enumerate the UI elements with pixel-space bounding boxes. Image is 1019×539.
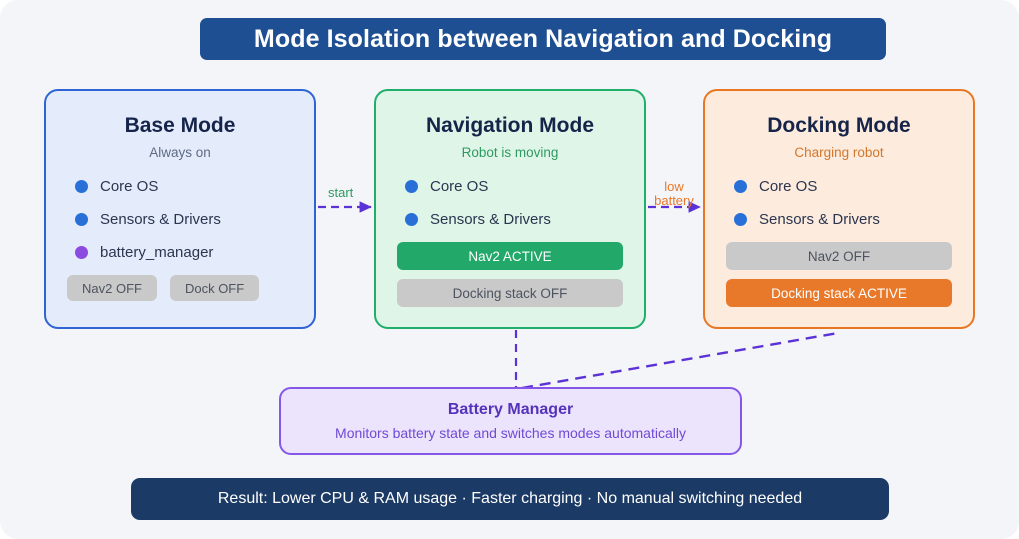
feature-item: Sensors & Drivers bbox=[405, 209, 644, 230]
feature-label: Core OS bbox=[759, 178, 818, 195]
card-title-base: Base Mode bbox=[124, 114, 236, 137]
card-subtitle-navigation: Robot is moving bbox=[461, 145, 559, 160]
feature-list-docking: Core OS Sensors & Drivers bbox=[705, 176, 973, 230]
status-dot-icon bbox=[734, 213, 747, 226]
result-banner: Result: Lower CPU & RAM usage · Faster c… bbox=[131, 478, 889, 520]
feature-item: battery_manager bbox=[75, 242, 314, 263]
pill-row-base: Nav2 OFF Dock OFF bbox=[46, 275, 314, 301]
transition-label-start: start bbox=[328, 185, 354, 200]
feature-label: battery_manager bbox=[100, 244, 214, 261]
status-pill-docking-stack: Docking stack ACTIVE bbox=[726, 279, 952, 307]
feature-item: Core OS bbox=[405, 176, 644, 197]
page-title: Mode Isolation between Navigation and Do… bbox=[253, 24, 833, 53]
feature-list-navigation: Core OS Sensors & Drivers bbox=[376, 176, 644, 230]
battery-manager-box[interactable]: Battery Manager Monitors battery state a… bbox=[279, 387, 742, 455]
status-dot-icon bbox=[75, 213, 88, 226]
feature-label: Sensors & Drivers bbox=[430, 211, 551, 228]
mode-card-navigation[interactable]: Navigation Mode Robot is moving Core OS … bbox=[374, 89, 646, 329]
status-dot-icon bbox=[75, 180, 88, 193]
feature-item: Sensors & Drivers bbox=[75, 209, 314, 230]
card-subtitle-base: Always on bbox=[149, 145, 211, 160]
feature-label: Core OS bbox=[100, 178, 159, 195]
feature-label: Sensors & Drivers bbox=[759, 211, 880, 228]
feature-label: Core OS bbox=[430, 178, 489, 195]
status-pill-nav2: Nav2 OFF bbox=[726, 242, 952, 270]
transition-label-low-battery: low battery bbox=[654, 179, 694, 208]
card-title-navigation: Navigation Mode bbox=[425, 114, 594, 137]
feature-item: Core OS bbox=[734, 176, 973, 197]
card-subtitle-docking: Charging robot bbox=[794, 145, 884, 160]
status-dot-icon bbox=[734, 180, 747, 193]
battery-manager-title: Battery Manager bbox=[447, 401, 574, 418]
status-pill-nav2: Nav2 OFF bbox=[67, 275, 157, 301]
card-title-docking: Docking Mode bbox=[767, 114, 911, 137]
battery-manager-subtitle: Monitors battery state and switches mode… bbox=[335, 425, 686, 441]
mode-card-docking[interactable]: Docking Mode Charging robot Core OS Sens… bbox=[703, 89, 975, 329]
status-pill-nav2: Nav2 ACTIVE bbox=[397, 242, 623, 270]
status-dot-icon bbox=[405, 213, 418, 226]
feature-label: Sensors & Drivers bbox=[100, 211, 221, 228]
status-dot-icon bbox=[405, 180, 418, 193]
status-pill-docking-stack: Docking stack OFF bbox=[397, 279, 623, 307]
result-text: Result: Lower CPU & RAM usage · Faster c… bbox=[217, 490, 803, 507]
pill-stack-docking: Nav2 OFF Docking stack ACTIVE bbox=[705, 242, 973, 307]
title-banner: Mode Isolation between Navigation and Do… bbox=[200, 18, 886, 60]
link-battery-manager-to-dock bbox=[521, 331, 839, 390]
feature-item: Core OS bbox=[75, 176, 314, 197]
feature-list-base: Core OS Sensors & Drivers battery_manage… bbox=[46, 176, 314, 263]
feature-item: Sensors & Drivers bbox=[734, 209, 973, 230]
status-pill-dock: Dock OFF bbox=[169, 275, 260, 301]
pill-stack-navigation: Nav2 ACTIVE Docking stack OFF bbox=[376, 242, 644, 307]
mode-card-base[interactable]: Base Mode Always on Core OS Sensors & Dr… bbox=[44, 89, 316, 329]
status-dot-icon bbox=[75, 246, 88, 259]
